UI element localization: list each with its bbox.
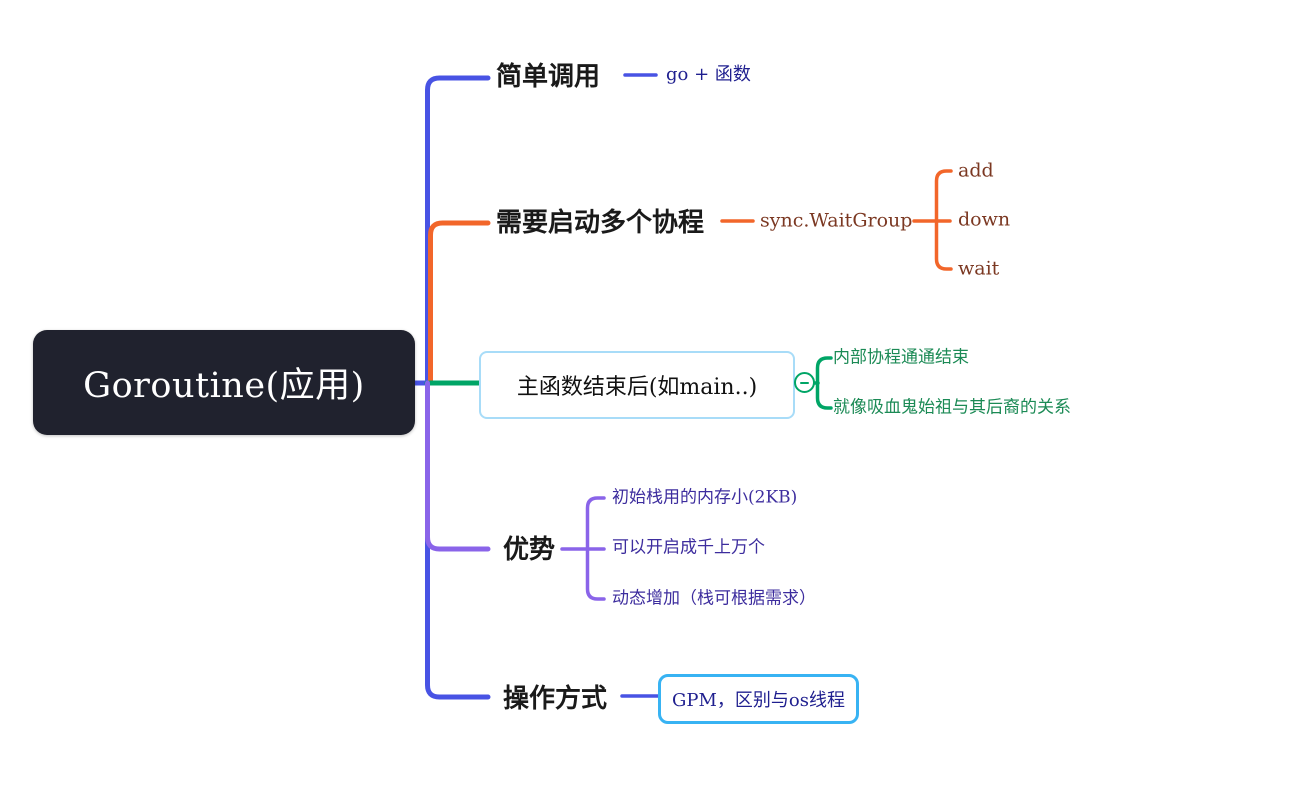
collapse-minus-icon[interactable] [794,372,815,393]
connector-waitgroup-add [934,169,953,223]
topic-main-end[interactable]: 主函数结束后(如main..) [479,351,795,419]
subtopic-go-func[interactable]: go + 函数 [666,64,751,85]
subtopic-sync-waitgroup[interactable]: sync.WaitGroup [760,209,913,232]
root-node[interactable]: Goroutine(应用) [33,330,415,435]
subtopic-vampire-analogy[interactable]: 就像吸血鬼始祖与其后裔的关系 [833,397,1071,418]
connector-main-end-child-2 [815,381,833,410]
subtopic-add[interactable]: add [958,159,994,182]
topic-simple-call[interactable]: 简单调用 [496,61,601,91]
connector-advantage-child-3 [585,547,606,601]
connector-waitgroup-wait [934,219,953,271]
subtopic-inner-goroutines-end[interactable]: 内部协程通通结束 [833,347,969,368]
subtopic-small-stack[interactable]: 初始栈用的内存小(2KB) [612,487,798,508]
topic-multi-goroutine[interactable]: 需要启动多个协程 [496,207,705,237]
subtopic-dynamic-grow[interactable]: 动态增加（栈可根据需求） [612,588,816,609]
subtopic-wait[interactable]: wait [958,257,1000,280]
topic-main-end-label: 主函数结束后(如main..) [516,375,758,400]
root-node-label: Goroutine(应用) [83,366,365,406]
connector-branch-simple-call [425,75,491,386]
subtopic-gpm[interactable]: GPM，区别与os线程 [658,674,859,724]
minus-icon [800,381,809,384]
connector-branch-advantage [425,380,491,552]
connector-advantage-child-1 [585,496,606,551]
subtopic-thousands[interactable]: 可以开启成千上万个 [612,537,765,558]
connector-main-end-child-1 [815,356,833,385]
subtopic-down[interactable]: down [958,208,1011,231]
connector-branch-multi-goroutine [428,220,491,386]
subtopic-gpm-label: GPM，区别与os线程 [672,690,845,711]
topic-advantage[interactable]: 优势 [503,534,556,564]
connector-branch-operation [425,380,491,700]
topic-operation[interactable]: 操作方式 [503,683,608,713]
